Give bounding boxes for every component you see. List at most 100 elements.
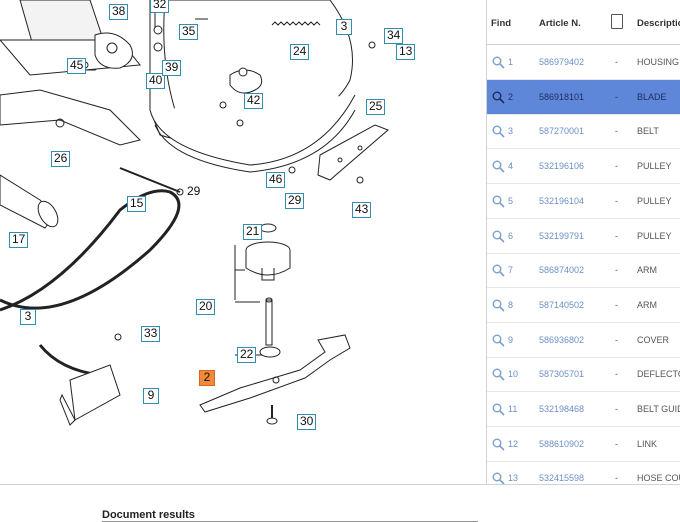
- callout-35[interactable]: 35: [179, 24, 199, 40]
- row-quantity: -: [615, 334, 618, 345]
- magnifier-icon[interactable]: [492, 56, 505, 69]
- row-find-number: 10: [508, 369, 519, 380]
- callout-45[interactable]: 45: [67, 58, 87, 74]
- row-quantity: -: [615, 91, 618, 102]
- document-results-title: Document results: [102, 509, 195, 521]
- callout-25[interactable]: 25: [366, 99, 386, 115]
- parts-row[interactable]: 12 588610902 - LINK: [487, 427, 680, 462]
- row-find-number: 7: [508, 265, 514, 276]
- row-quantity: -: [615, 230, 618, 241]
- row-article-number[interactable]: 586918101: [539, 91, 585, 102]
- callout-9[interactable]: 9: [143, 388, 159, 404]
- callout-40[interactable]: 40: [146, 73, 166, 89]
- row-quantity: -: [615, 369, 618, 380]
- row-find-number: 1: [508, 57, 514, 67]
- magnifier-icon[interactable]: [492, 195, 505, 208]
- magnifier-icon[interactable]: [492, 368, 505, 381]
- callout-30[interactable]: 30: [297, 414, 317, 430]
- callout-32[interactable]: 32: [150, 0, 170, 13]
- callout-34[interactable]: 34: [384, 28, 404, 44]
- magnifier-icon[interactable]: [492, 264, 505, 277]
- magnifier-icon[interactable]: [492, 334, 505, 347]
- callout-20[interactable]: 20: [196, 299, 216, 315]
- row-find-number: 12: [508, 438, 519, 449]
- column-description-header[interactable]: Descriptio: [637, 18, 680, 29]
- magnifier-icon[interactable]: [492, 125, 505, 138]
- row-article-number[interactable]: 532196106: [539, 161, 585, 172]
- callout-38[interactable]: 38: [109, 4, 129, 20]
- callout-3-left[interactable]: 3: [20, 309, 36, 325]
- row-find-number: 13: [508, 473, 519, 484]
- callout-26[interactable]: 26: [51, 151, 71, 167]
- row-find-number: 5: [508, 195, 514, 206]
- callout-3-top[interactable]: 3: [336, 19, 352, 35]
- row-find-number: 4: [508, 161, 514, 172]
- parts-row[interactable]: 10 587305701 - DEFLECTOR: [487, 357, 680, 393]
- callout-2-selected[interactable]: 2: [199, 370, 215, 386]
- row-article-number[interactable]: 587305701: [539, 369, 585, 380]
- callout-46[interactable]: 46: [266, 172, 286, 188]
- row-quantity: -: [615, 473, 618, 484]
- magnifier-icon[interactable]: [492, 230, 505, 243]
- row-article-number[interactable]: 532198468: [539, 404, 585, 414]
- row-description: BLADE: [637, 91, 667, 102]
- row-article-number[interactable]: 586979402: [539, 57, 585, 67]
- row-article-number[interactable]: 532196104: [539, 195, 585, 206]
- row-article-number[interactable]: 586874002: [539, 265, 585, 276]
- row-quantity: -: [615, 265, 618, 276]
- magnifier-icon[interactable]: [492, 299, 505, 312]
- callout-39[interactable]: 39: [162, 60, 182, 76]
- parts-diagram: 38 32 35 3 34 13 24 45 40 39 42 25 26 46…: [0, 0, 416, 430]
- document-icon: [611, 14, 623, 29]
- callout-13[interactable]: 13: [396, 44, 416, 60]
- column-article-header[interactable]: Article N.: [539, 18, 581, 29]
- parts-list-header: Find Article N. Descriptio: [487, 0, 680, 45]
- row-article-number[interactable]: 532415598: [539, 473, 585, 484]
- row-description: LINK: [637, 438, 658, 449]
- row-quantity: -: [615, 438, 618, 449]
- parts-row[interactable]: 6 532199791 - PULLEY: [487, 219, 680, 254]
- callout-22[interactable]: 22: [237, 347, 257, 363]
- magnifier-icon[interactable]: [492, 403, 505, 416]
- row-description: HOUSING A: [637, 57, 680, 67]
- row-quantity: -: [615, 161, 618, 172]
- row-article-number[interactable]: 586936802: [539, 334, 585, 345]
- callout-43[interactable]: 43: [352, 202, 372, 218]
- callout-42[interactable]: 42: [244, 93, 264, 109]
- callout-29[interactable]: 29: [285, 193, 305, 209]
- row-description: PULLEY: [637, 230, 672, 241]
- row-article-number[interactable]: 587140502: [539, 299, 585, 310]
- row-article-number[interactable]: 532199791: [539, 230, 585, 241]
- row-description: BELT GUID: [637, 404, 680, 414]
- row-description: DEFLECTOR: [637, 369, 680, 380]
- row-description: PULLEY: [637, 195, 672, 206]
- callout-15[interactable]: 15: [127, 196, 147, 212]
- parts-row[interactable]: 7 586874002 - ARM: [487, 253, 680, 289]
- magnifier-icon[interactable]: [492, 91, 505, 104]
- callout-33[interactable]: 33: [141, 326, 161, 342]
- magnifier-icon[interactable]: [492, 160, 505, 173]
- row-quantity: -: [615, 404, 618, 414]
- parts-row[interactable]: 1 586979402 - HOUSING A: [487, 45, 680, 80]
- row-description: BELT: [637, 126, 659, 137]
- row-description: ARM: [637, 265, 657, 276]
- callout-17[interactable]: 17: [9, 232, 29, 248]
- row-quantity: -: [615, 57, 618, 67]
- callout-24[interactable]: 24: [290, 44, 310, 60]
- column-find-header[interactable]: Find: [491, 18, 512, 29]
- row-find-number: 6: [508, 230, 514, 241]
- magnifier-icon[interactable]: [492, 472, 505, 484]
- row-article-number[interactable]: 588610902: [539, 438, 585, 449]
- row-article-number[interactable]: 587270001: [539, 126, 585, 137]
- magnifier-icon[interactable]: [492, 438, 505, 451]
- callout-21[interactable]: 21: [243, 224, 263, 240]
- exploded-view-drawing: [0, 0, 389, 426]
